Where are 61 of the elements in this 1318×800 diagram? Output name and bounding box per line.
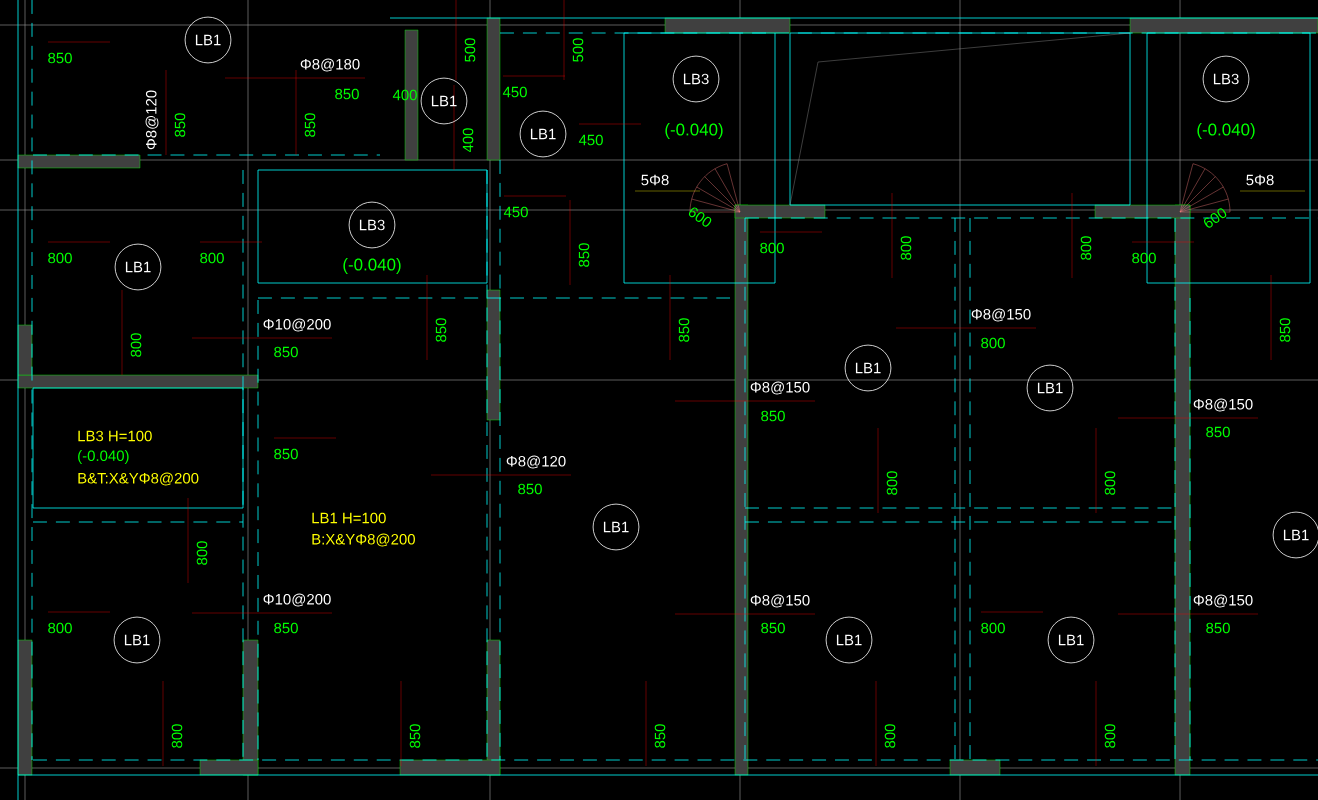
rebar-label: 5Φ8 [1246, 174, 1274, 186]
rebar-label: 5Φ8 [641, 174, 669, 186]
dimension-label: 800 [760, 242, 784, 254]
rebar-label: Φ8@180 [300, 58, 360, 72]
slab-note: LB3 H=100 [78, 430, 152, 442]
dimension-label: 850 [274, 448, 298, 460]
dimension-label: 800 [196, 541, 208, 565]
rebar-label: Φ8@150 [750, 381, 810, 395]
rebar-label: Φ8@120 [145, 90, 159, 150]
dimension-label: 600 [688, 207, 712, 227]
dimension-label: 850 [518, 483, 542, 495]
rebar-label: Φ8@120 [506, 455, 566, 469]
dimension-label: 850 [1206, 426, 1230, 438]
elevation-label: (-0.040) [78, 450, 129, 464]
dimension-label: 850 [174, 113, 186, 137]
dimension-label: 850 [678, 318, 690, 342]
dimension-label: 850 [409, 724, 421, 748]
dimension-label: 800 [1104, 471, 1116, 495]
dimension-label: 850 [435, 318, 447, 342]
elevation-label: (-0.040) [343, 258, 401, 274]
slab-note: LB1 H=100 [312, 512, 386, 524]
rebar-label: Φ8@150 [1193, 594, 1253, 608]
rebar-label: Φ10@200 [263, 593, 331, 607]
rebar-label: Φ8@150 [971, 308, 1031, 322]
slab-note: B:X&YΦ8@200 [312, 533, 415, 547]
elevation-label: (-0.040) [665, 123, 723, 139]
dimension-label: 800 [886, 471, 898, 495]
dimension-label: 800 [171, 724, 183, 748]
dimension-label: 800 [884, 724, 896, 748]
dimension-label: 450 [503, 206, 528, 218]
rebar-label: Φ10@200 [263, 318, 331, 332]
dimension-label: 800 [200, 252, 224, 264]
dimension-label: 850 [761, 410, 785, 422]
rebar-label: Φ8@150 [750, 594, 810, 608]
dimension-label: 800 [1080, 236, 1092, 260]
dimension-label: 850 [304, 113, 316, 137]
dimension-label: 800 [130, 333, 142, 357]
dimension-label: 800 [48, 252, 72, 264]
dimension-label: 800 [1132, 252, 1156, 264]
dimension-label: 450 [502, 86, 527, 98]
dimension-label: 500 [464, 38, 476, 62]
dimension-label: 400 [462, 128, 474, 153]
dimension-label: 850 [335, 88, 359, 100]
rebar-label: Φ8@150 [1193, 398, 1253, 412]
dimension-label: 850 [48, 52, 72, 64]
dimension-label: 850 [1279, 318, 1291, 342]
dimension-label: 800 [1104, 724, 1116, 748]
elevation-label: (-0.040) [1197, 123, 1255, 139]
slab-note: B&T:X&YΦ8@200 [78, 472, 199, 486]
dimension-label: 600 [1204, 208, 1227, 228]
dimension-label: 500 [572, 38, 584, 62]
dimension-label: 850 [1206, 622, 1230, 634]
dimension-label: 800 [981, 622, 1005, 634]
dimension-label: 850 [578, 243, 590, 267]
dimension-label: 800 [981, 337, 1005, 349]
dimension-label: 850 [654, 724, 666, 748]
dimension-label: 800 [48, 622, 72, 634]
dimension-label: 850 [761, 622, 785, 634]
dimension-label: 850 [274, 622, 298, 634]
dimension-label: 850 [274, 346, 298, 358]
dimension-label: 800 [900, 236, 912, 260]
